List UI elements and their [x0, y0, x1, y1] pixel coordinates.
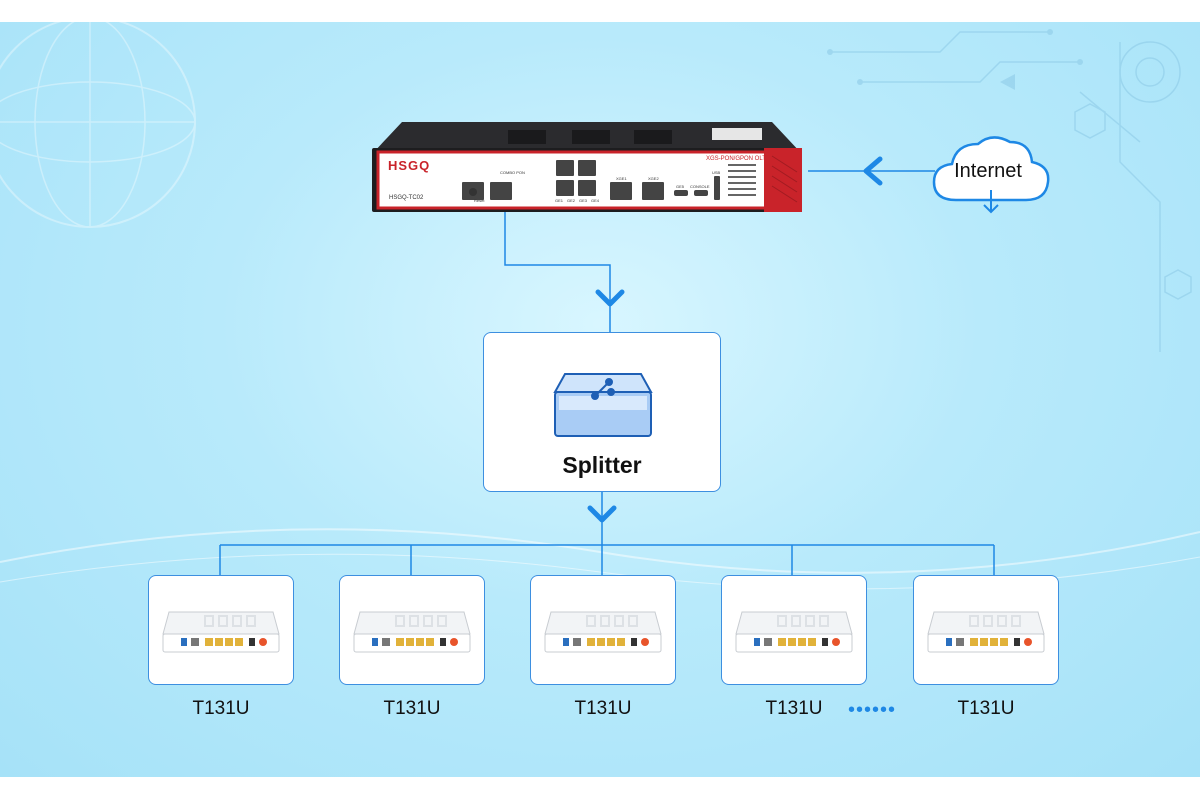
- onu-label-3: T131U: [574, 698, 632, 719]
- olt-type-label: XGS-PON/GPON OLT: [706, 156, 766, 162]
- wire-olt-to-splitter: [504, 212, 611, 332]
- olt-port-xge2: XGE2: [648, 176, 659, 181]
- onu-router-icon: [544, 611, 662, 653]
- arrow-down-to-bus-icon: [587, 505, 617, 523]
- olt-port-ge5: GE5: [676, 184, 685, 189]
- onu-router-icon: [162, 611, 280, 653]
- more-devices-ellipsis: ••••••: [848, 699, 897, 721]
- internet-label: Internet: [954, 160, 1022, 182]
- onu-label-5: T131U: [957, 698, 1015, 719]
- splitter-label: Splitter: [562, 452, 642, 478]
- onu-box-3: [530, 575, 676, 685]
- circuit-decoration: [827, 29, 1192, 352]
- onu-router-icon: [927, 611, 1045, 653]
- arrow-down-to-splitter-icon: [595, 289, 625, 307]
- globe-decoration: [0, 22, 196, 228]
- olt-port-xge1: XGE1: [616, 176, 627, 181]
- olt-ge2-label: GE2: [567, 198, 576, 203]
- olt-pon-label: COMBO PON: [500, 170, 525, 175]
- onu-router-icon: [353, 611, 471, 653]
- olt-brand: HSGQ: [388, 158, 431, 173]
- arrow-left-to-olt-icon: [863, 156, 883, 186]
- cloud-icon: [932, 136, 1050, 214]
- onu-box-5: [913, 575, 1059, 685]
- onu-label-1: T131U: [192, 698, 250, 719]
- splitter-icon: [553, 373, 653, 437]
- olt-port-console: CONSOLE: [690, 184, 710, 189]
- olt-ge3-label: GE3: [579, 198, 588, 203]
- onu-box-4: [721, 575, 867, 685]
- olt-ge4-label: GE4: [591, 198, 600, 203]
- olt-reset-label: Reset: [474, 198, 485, 203]
- onu-router-icon: [735, 611, 853, 653]
- onu-label-4: T131U: [765, 698, 823, 719]
- olt-port-usb: USB: [712, 170, 721, 175]
- olt-ge1-label: GE1: [555, 198, 564, 203]
- olt-device: [372, 122, 802, 212]
- onu-box-2: [339, 575, 485, 685]
- onu-label-2: T131U: [383, 698, 441, 719]
- onu-box-1: [148, 575, 294, 685]
- olt-model: HSGQ-TC02: [389, 195, 424, 201]
